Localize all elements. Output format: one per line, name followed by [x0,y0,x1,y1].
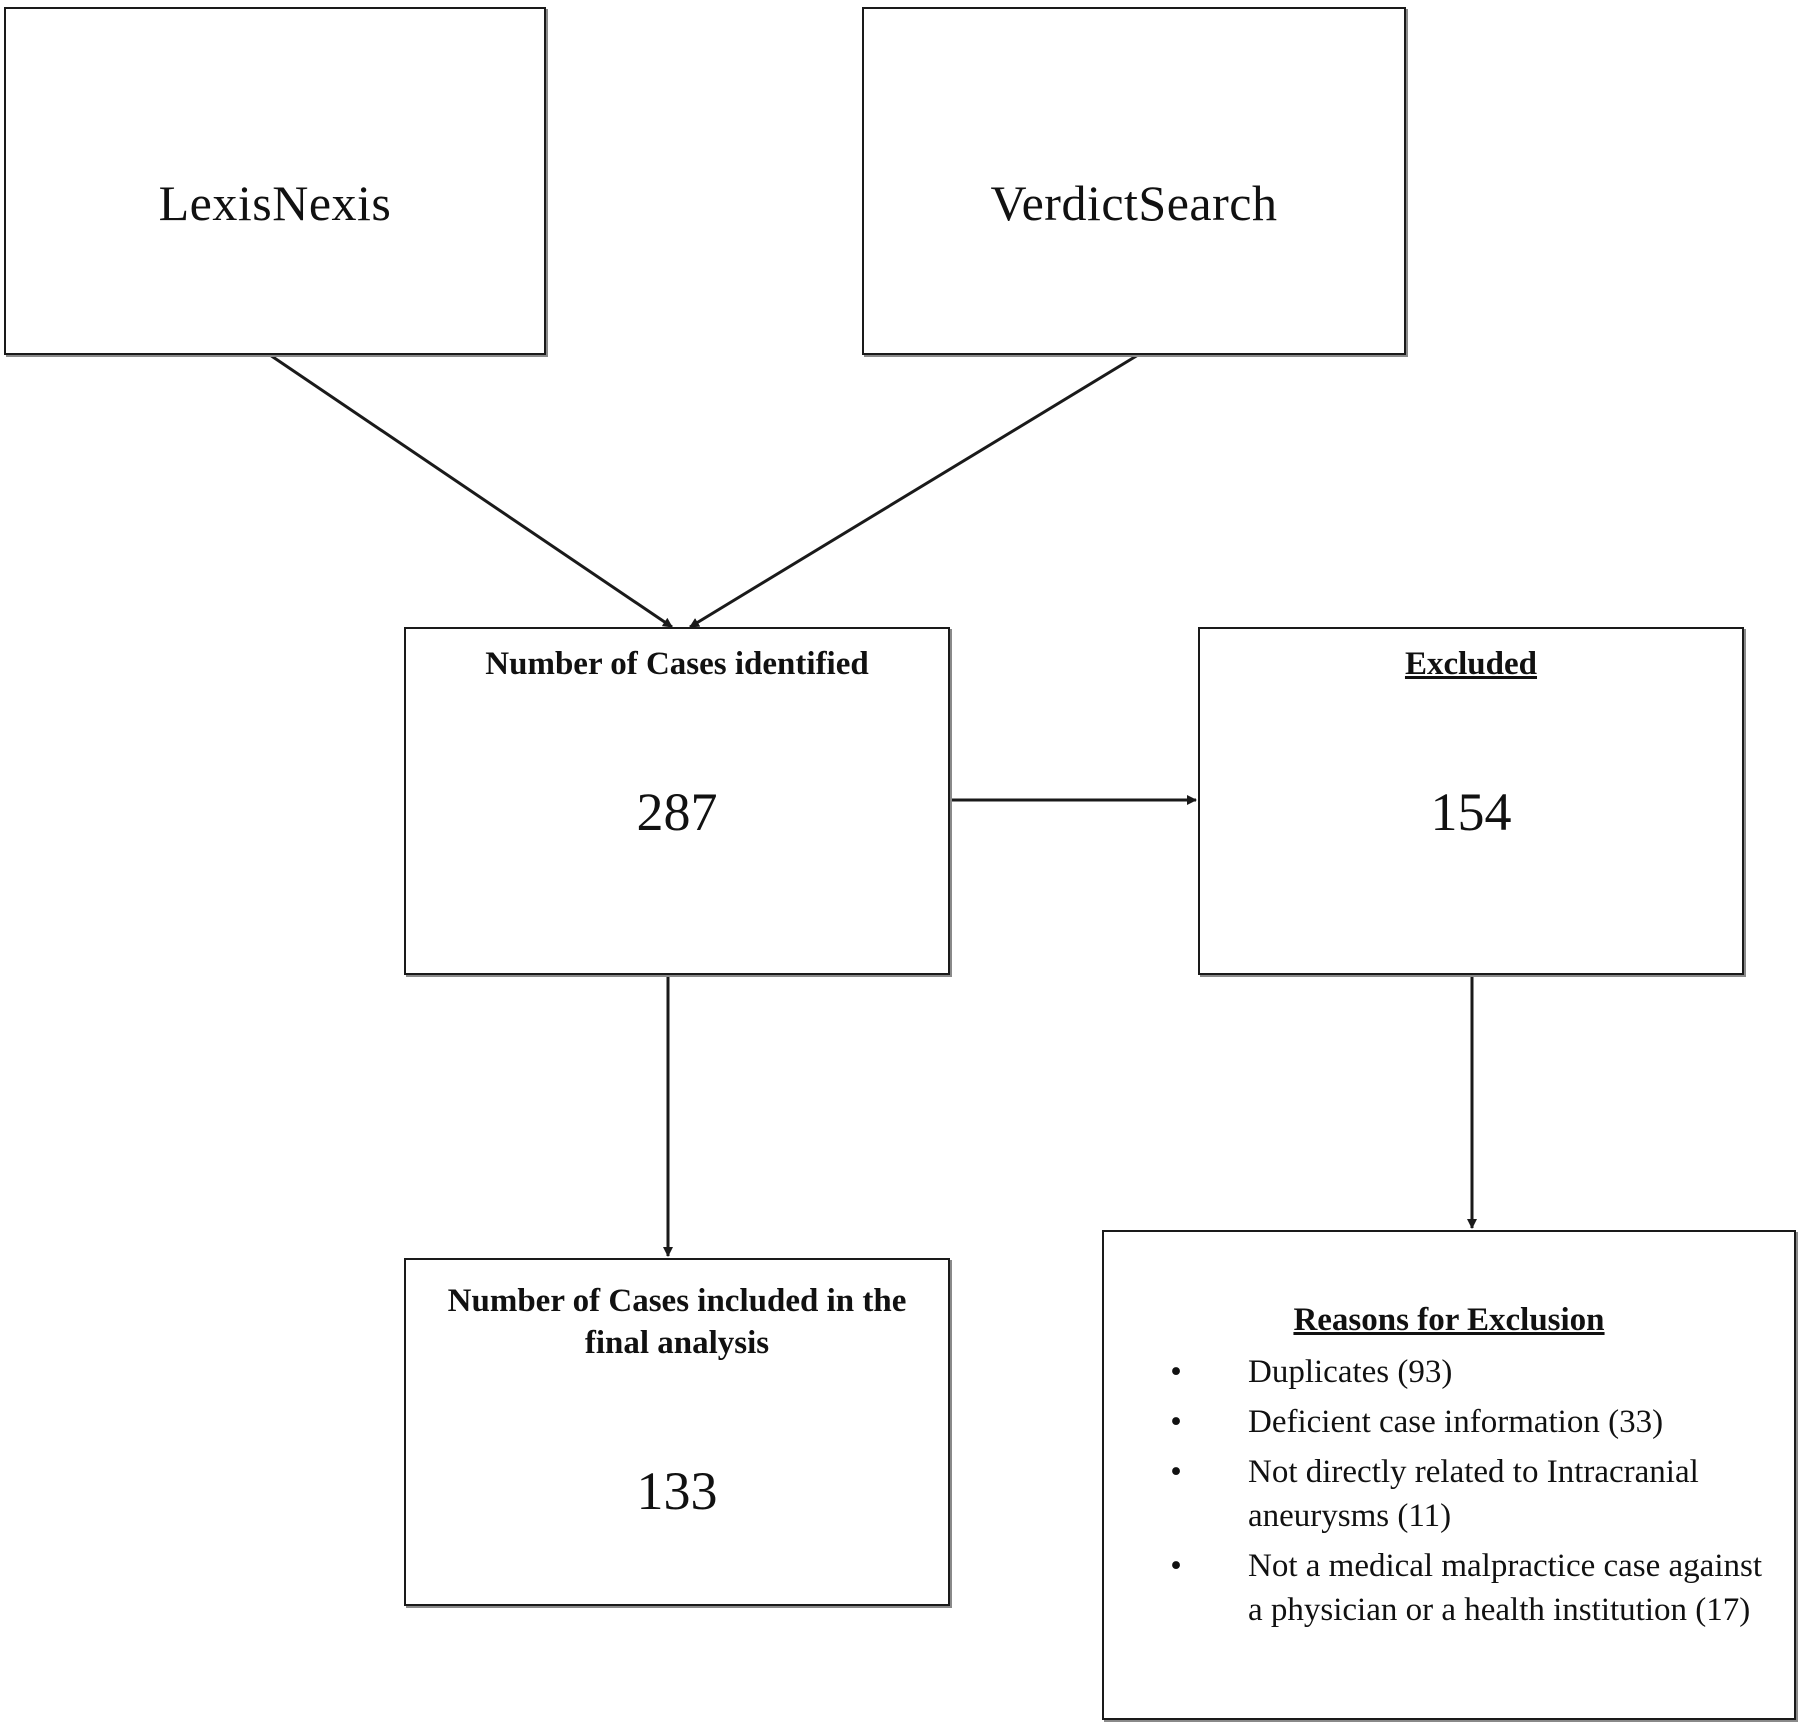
excluded-box: Excluded 154 [1198,627,1744,975]
reason-text: Deficient case information (33) [1248,1404,1664,1440]
identified-box: Number of Cases identified 287 [404,627,950,975]
list-item: • Not directly related to Intracranial a… [1164,1450,1778,1538]
excluded-title: Excluded [1404,646,1538,682]
reason-text: Duplicates (93) [1248,1354,1453,1390]
bullet-icon: • [1170,1548,1182,1584]
arrow-verdictsearch-to-identified [689,353,1139,629]
included-title: Number of Cases included in the final an… [447,1283,907,1361]
identified-title: Number of Cases identified [485,646,869,682]
excluded-count: 154 [1430,782,1512,842]
included-box: Number of Cases included in the final an… [404,1258,950,1606]
source-label-lexisnexis: LexisNexis [158,175,392,231]
list-item: • Deficient case information (33) [1164,1400,1778,1444]
reasons-box: Reasons for Exclusion • Duplicates (93) … [1102,1230,1796,1720]
source-label-verdictsearch: VerdictSearch [990,175,1278,231]
source-box-lexisnexis: LexisNexis [4,7,546,355]
list-item: • Not a medical malpractice case against… [1164,1544,1778,1632]
identified-count: 287 [636,782,718,842]
bullet-icon: • [1170,1454,1182,1490]
included-count: 133 [636,1461,718,1521]
list-item: • Duplicates (93) [1164,1350,1778,1394]
bullet-icon: • [1170,1354,1182,1390]
reason-text: Not a medical malpractice case against a… [1248,1548,1762,1628]
reasons-list: • Duplicates (93) • Deficient case infor… [1164,1350,1778,1638]
arrow-lexisnexis-to-identified [269,353,673,629]
reasons-title: Reasons for Exclusion [1293,1302,1605,1338]
source-box-verdictsearch: VerdictSearch [862,7,1406,355]
reason-text: Not directly related to Intracranial ane… [1248,1454,1699,1534]
bullet-icon: • [1170,1404,1182,1440]
